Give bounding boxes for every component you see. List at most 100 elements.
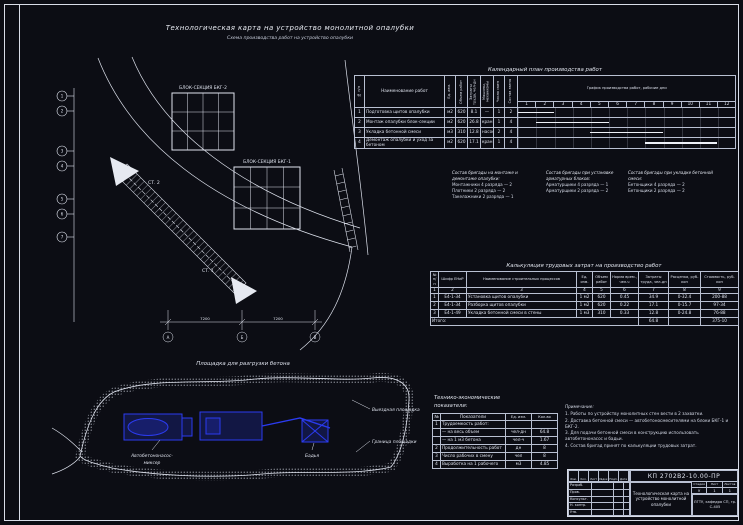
cell: чел xyxy=(505,452,532,461)
cell: 1.67 xyxy=(531,436,558,445)
crane-stand-2-marker xyxy=(110,157,139,186)
col-header: Наименование строительных процессов xyxy=(466,271,577,288)
stamp-mini-label: Изм. xyxy=(569,471,579,481)
dim-text: 7200 xyxy=(273,316,283,321)
crew-title: Состав бригады при укладке бетонной смес… xyxy=(628,170,713,181)
cell: м2 xyxy=(444,107,456,118)
cell: м2 xyxy=(444,137,456,149)
cell: 1 xyxy=(354,107,365,118)
cell: 4.85 xyxy=(531,460,558,469)
cell: 2 xyxy=(504,107,518,118)
cell: — на 1 м3 бетона xyxy=(440,436,506,445)
crane-stand-1-label: СТ. 1 xyxy=(202,268,214,274)
sheet-left-margin xyxy=(19,4,20,521)
axis-bubble-label: 3 xyxy=(61,149,64,154)
table-row: — на 1 м3 бетона чел-ч 1.67 xyxy=(432,436,558,445)
col-header: Ед. изм. xyxy=(576,271,593,288)
concrete-pump-truck xyxy=(199,411,331,441)
cell: Установка щитов опалубки xyxy=(466,293,577,302)
cell: Трудоемкость работ: xyxy=(440,420,506,429)
cell xyxy=(531,420,558,429)
gantt-bar xyxy=(536,122,609,124)
total-label: Итого: xyxy=(430,317,639,326)
cell: — на весь объем xyxy=(440,428,506,437)
cell: Укладка бетонной смеси xyxy=(364,127,445,138)
crane-stand-1-marker xyxy=(231,277,257,304)
gantt-bar xyxy=(590,132,663,134)
cell: 3 xyxy=(432,452,441,461)
cell: м3 xyxy=(444,127,456,138)
axis-bubble-label: Б xyxy=(241,335,244,340)
dim-text: 7200 xyxy=(200,316,210,321)
stamp-doc-title-line: Технологическая карта на xyxy=(632,491,690,497)
stage-value: У xyxy=(692,488,708,494)
cell: 8.1 xyxy=(467,107,481,118)
col-header: Объем работ xyxy=(455,75,468,108)
total-cost: 375-10 xyxy=(700,317,739,326)
cell: 97-34 xyxy=(700,301,739,310)
stamp-mini-label: Подп. xyxy=(609,471,619,481)
col-header: Расценка, руб-коп xyxy=(668,271,701,288)
title-block: КП 2702В2-10.00-ПР Изм. Кол. Лист №док П… xyxy=(567,469,739,517)
concrete-mixer-truck xyxy=(123,413,193,441)
col-header: Число смен xyxy=(493,75,505,108)
table-row: 1 Е4-1-34 Установка щитов опалубки 1 м2 … xyxy=(430,293,739,302)
tep-title-2: показатели: xyxy=(434,403,468,409)
cell: 1 xyxy=(493,117,505,128)
table-row: 2 Продолжительность работ дн 8 xyxy=(432,444,558,453)
cell: Число рабочих в смену xyxy=(440,452,506,461)
cell: 2 xyxy=(430,301,439,310)
axis-bubble-label: А xyxy=(167,335,170,340)
col-header: Затраты труда, чел-дн xyxy=(638,271,669,288)
table-row: 2 Е4-1-34 Разборка щитов опалубки 1 м2 6… xyxy=(430,301,739,310)
cell: 310 xyxy=(455,127,468,138)
cell: Подготовка щитов опалубки xyxy=(364,107,445,118)
cell: 4 xyxy=(432,460,441,469)
gantt-bar xyxy=(518,112,555,114)
stamp-row-label: Пров. xyxy=(569,490,629,497)
axis-bubble-label: 1 xyxy=(61,94,64,99)
crew-block-1: Состав бригады на монтаже и демонтаже оп… xyxy=(452,170,538,200)
cell: 620 xyxy=(592,301,611,310)
concrete-bucket xyxy=(301,419,329,443)
col-header: Затраты труда, чел-дн xyxy=(467,75,481,108)
gantt-cell xyxy=(516,137,737,149)
col-header: Шифр ЕНиР xyxy=(438,271,467,288)
calc-title: Калькуляция трудовых затрат на производс… xyxy=(506,263,662,269)
sheet-value: 1 xyxy=(707,488,723,494)
stamp-divider xyxy=(623,483,624,515)
cell: чел-дн xyxy=(505,428,532,437)
block-section-1: БЛОК-СЕКЦИЯ БКГ-2 xyxy=(171,85,235,151)
tep-table: № Показатели Ед. изм. Кол-во 1 Трудоемко… xyxy=(432,413,558,469)
cell: 310 xyxy=(592,309,611,318)
cell: 620 xyxy=(455,137,468,149)
stamp-mini-label: №док xyxy=(599,471,609,481)
drawing-subtitle: Схема производства работ на устройство о… xyxy=(226,36,353,41)
cell: 0-24.8 xyxy=(668,309,701,318)
col-header: Показатели xyxy=(440,413,506,421)
road-curves xyxy=(97,56,369,351)
cell: 1 м2 xyxy=(576,301,593,310)
cell: 17.1 xyxy=(638,301,669,310)
cell: кран xyxy=(480,137,494,149)
table-row: 3 Укладка бетонной смеси м3 310 12.8 нас… xyxy=(354,127,737,138)
cell: 4 xyxy=(504,127,518,138)
cell: 2 xyxy=(354,117,365,128)
cell: кран xyxy=(480,117,494,128)
cell: 0-32.4 xyxy=(668,293,701,302)
cell: Продолжительность работ xyxy=(440,444,506,453)
stage-label: Стадия xyxy=(692,482,708,488)
crew-block-3: Состав бригады при укладке бетонной смес… xyxy=(628,170,724,194)
cell: 76-88 xyxy=(700,309,739,318)
gantt-cell xyxy=(516,127,737,138)
cell: 2 xyxy=(493,127,505,138)
cell: 8 xyxy=(531,444,558,453)
col-header: Объем работ xyxy=(592,271,611,288)
block1-label: БЛОК-СЕКЦИЯ БКГ-2 xyxy=(179,85,227,91)
cell: 8 xyxy=(531,452,558,461)
sheet-label: Лист xyxy=(707,482,723,488)
revision-grid: Изм. Кол. Лист №док Подп. Дата xyxy=(568,470,630,482)
stamp-mini-label: Лист xyxy=(589,471,599,481)
notes-block: Примечание: 1. Работы по устройству моно… xyxy=(565,404,737,449)
crew-line: Монтажники 4 разряда — 2 xyxy=(452,182,512,188)
